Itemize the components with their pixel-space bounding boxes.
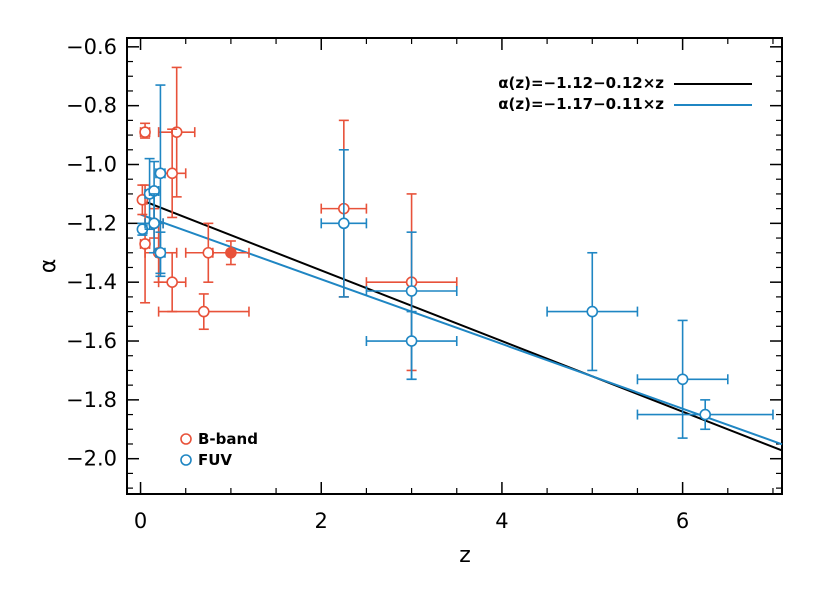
y-tick-label: −1.4 [66,270,117,294]
marker [148,217,160,230]
x-tick-label: 2 [315,509,328,533]
fit-legend-label-blue: α(z)=−1.17−0.11×z [498,95,664,113]
data-point-bband [157,128,187,219]
data-point-bband [157,251,187,313]
x-tick-label: 4 [495,509,508,533]
x-tick-label: 6 [676,509,689,533]
data-point-bband [139,122,151,139]
data-point-bband [139,184,151,304]
marker [139,126,151,138]
y-tick-label: −0.6 [66,35,117,59]
legend-marker-fuv [180,454,192,466]
marker [586,305,599,318]
data-point-fuv [546,251,639,372]
fit-line-blue [140,213,783,446]
data-point-fuv [320,148,368,298]
marker [197,305,210,318]
fit-line-black [140,198,783,452]
marker [676,373,689,386]
plot-frame [126,37,783,495]
marker [405,335,418,347]
fit-lines [140,198,783,452]
marker [338,217,350,230]
series-legend: B-band FUV [180,430,258,469]
data-point-bband [212,240,250,266]
legend-label-bband: B-band [198,430,258,448]
y-tick-label: −1.6 [66,329,117,353]
marker [166,276,178,288]
legend-label-fuv: FUV [198,451,232,469]
data-point-fuv [154,231,167,275]
axis-ticks: 0 2 4 6 −2.0 −1.8 −1.6 −1.4 −1.2 −1.0 −0.8 −0.6 [66,35,782,533]
data-point-fuv [636,319,729,439]
y-tick-label: −1.8 [66,388,117,412]
marker [166,167,178,180]
y-tick-label: −0.8 [66,94,117,118]
marker [225,246,237,259]
y-tick-label: −2.0 [66,447,117,471]
marker [139,238,151,250]
y-tick-label: −1.0 [66,153,117,177]
y-tick-label: −1.2 [66,211,117,235]
marker [154,246,167,259]
data-point-fuv [365,310,458,381]
x-tick-label: 0 [134,509,147,533]
data-point-fuv [144,193,164,254]
marker [699,408,712,421]
x-axis-title: z [459,543,471,568]
y-axis-title: α [36,259,61,274]
legend-marker-bband [180,433,192,445]
data-point-fuv [636,399,774,431]
marker [202,246,215,259]
marker [405,285,418,297]
data-point-bband [157,293,250,331]
fit-legend-label-black: α(z)=−1.12−0.12×z [498,74,664,92]
fit-legend: α(z)=−1.12−0.12×z α(z)=−1.17−0.11×z [498,74,752,113]
data-points [136,66,774,439]
marker [154,167,167,180]
